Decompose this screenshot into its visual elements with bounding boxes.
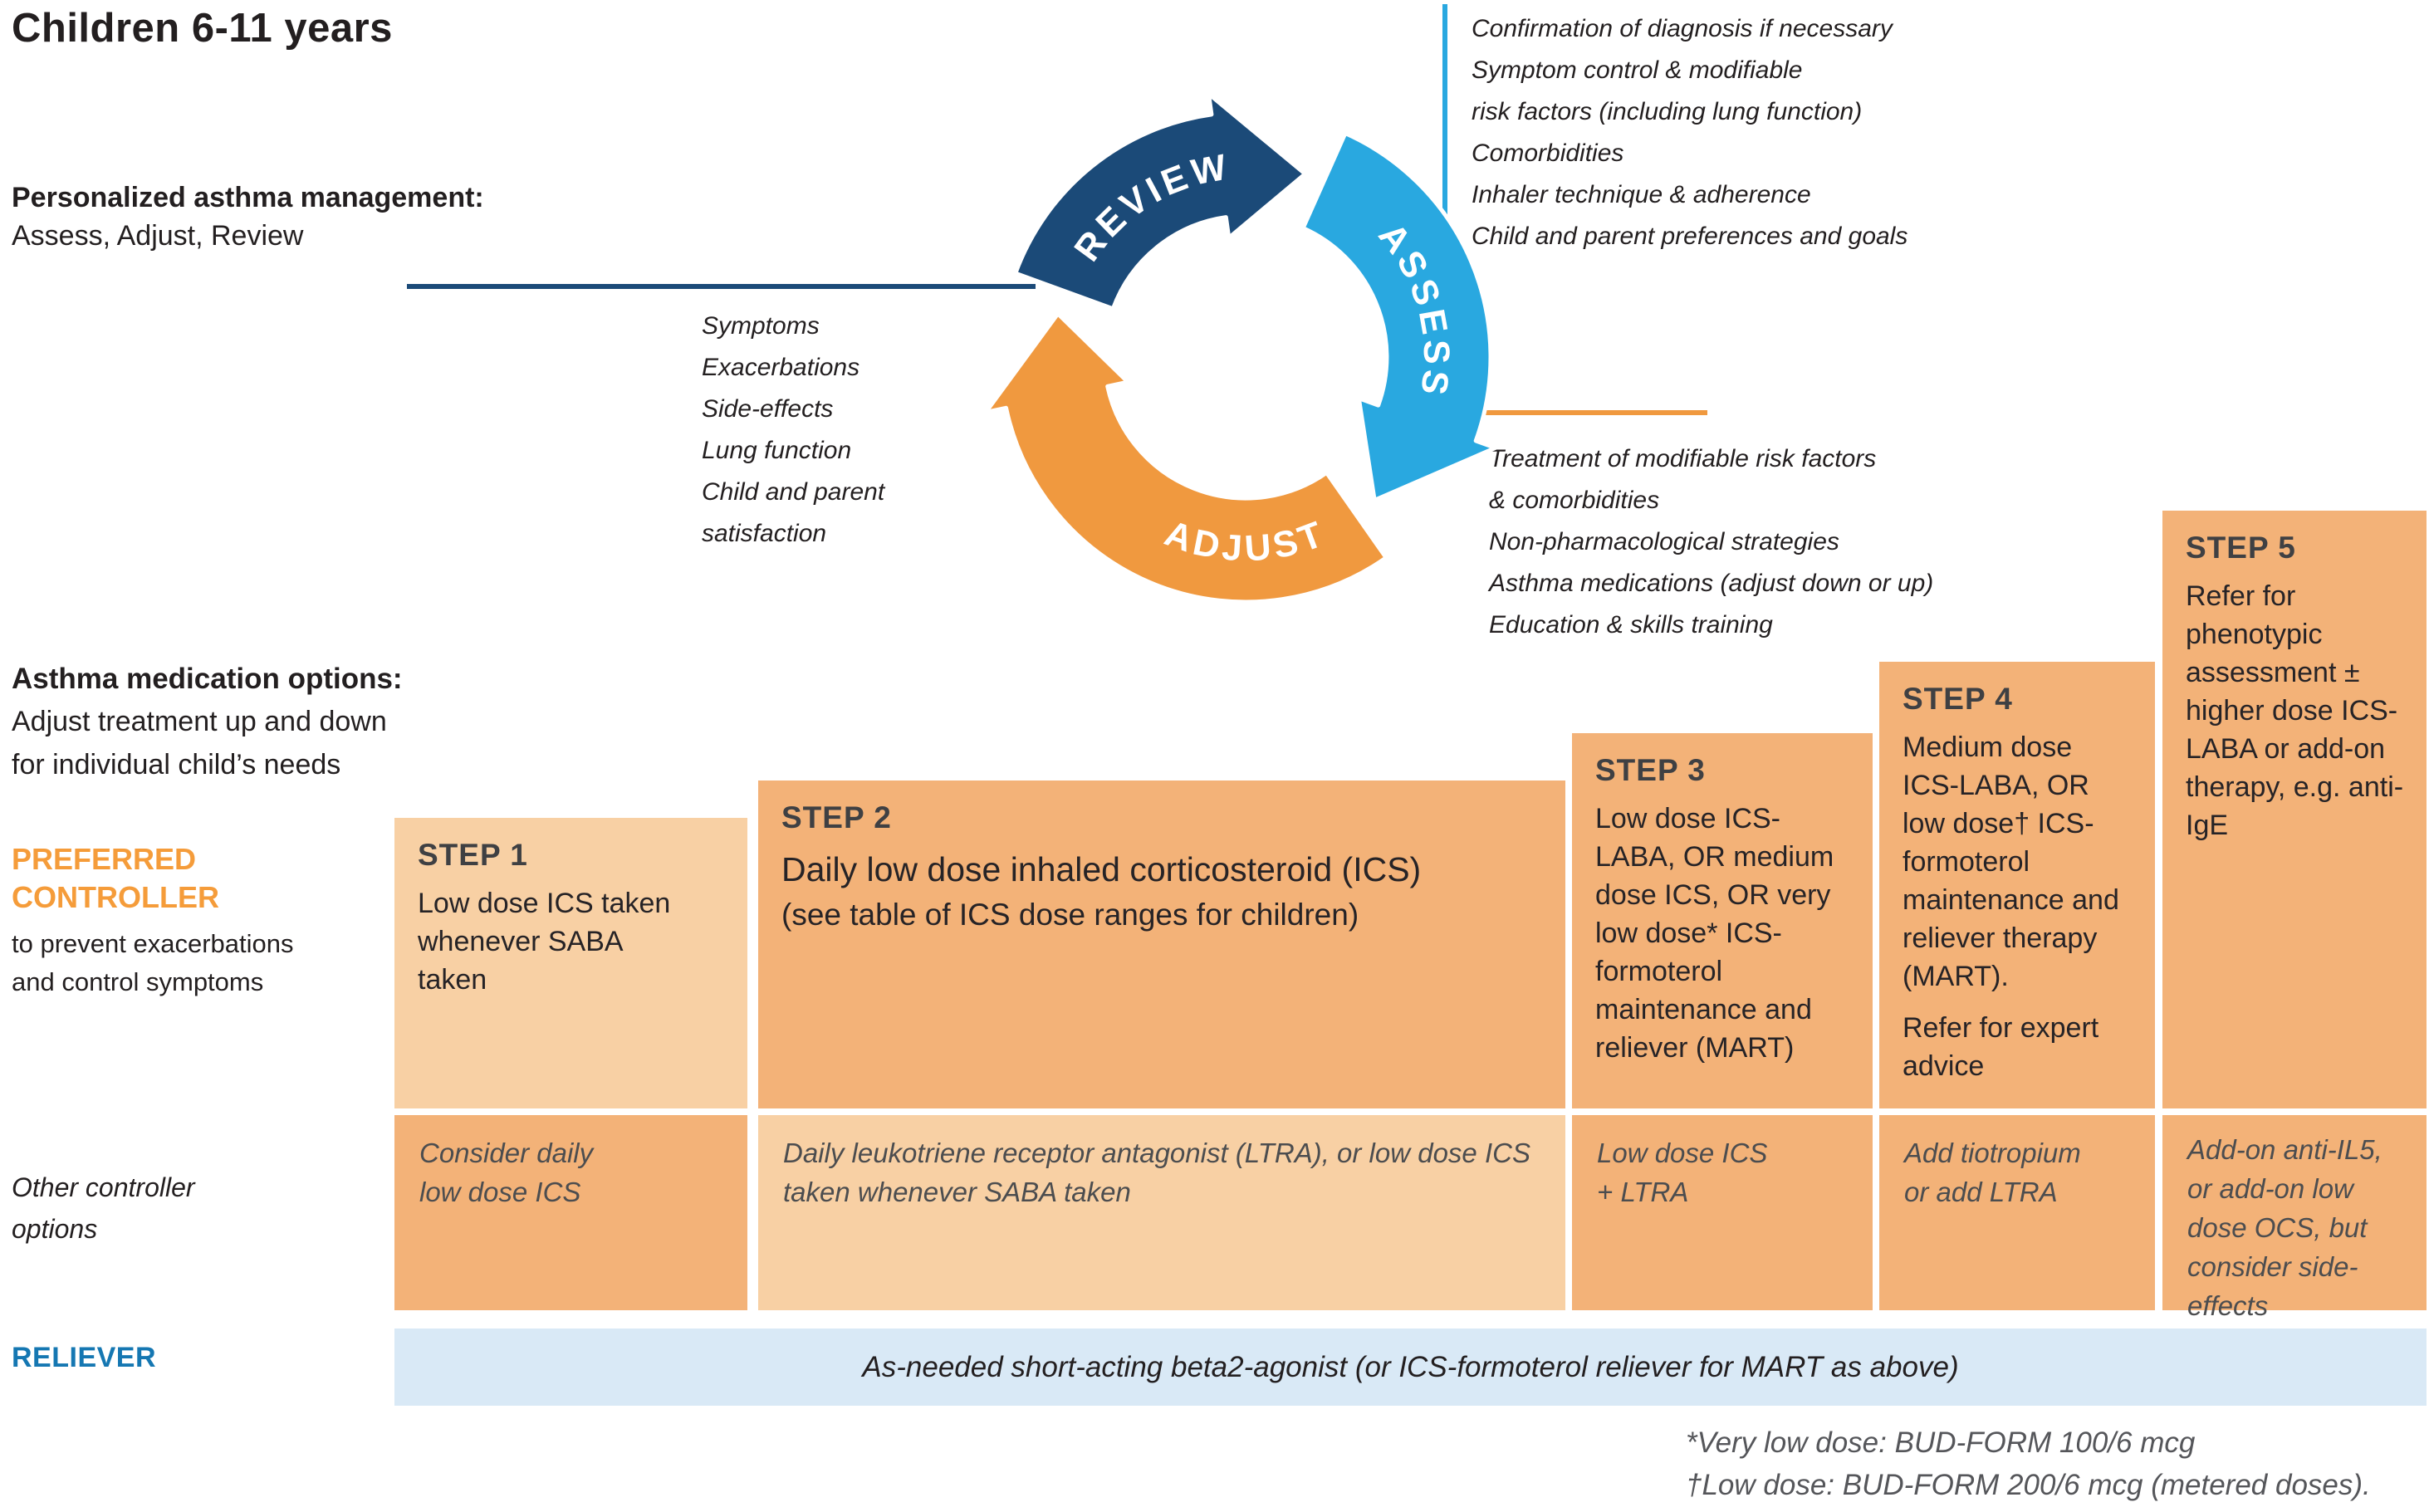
review-note: Side-effects	[702, 395, 834, 423]
step5-preferred-paragraph: Refer for phenotypic assessment ± higher…	[2186, 580, 2404, 841]
step1-title: STEP 1	[418, 838, 528, 872]
assess-note: Confirmation of diagnosis if necessary	[1472, 15, 1893, 42]
step1-other-controller-cell: Consider daily low dose ICS	[394, 1115, 747, 1310]
review-connector-line	[407, 284, 1036, 289]
assess-note: Child and parent preferences and goals	[1472, 223, 1908, 250]
management-subheading: Assess, Adjust, Review	[12, 220, 304, 252]
review-note: Exacerbations	[702, 354, 860, 381]
reliever-bar: As-needed short-acting beta2-agonist (or…	[394, 1329, 2427, 1406]
assess-note: risk factors (including lung function)	[1472, 98, 1863, 125]
adjust-note: Treatment of modifiable risk factors	[1489, 445, 1877, 472]
step1-preferred-text: Low dose ICS taken whenever SABA taken	[418, 884, 675, 999]
adjust-note: & comorbidities	[1489, 487, 1660, 514]
step2-title: STEP 2	[781, 800, 892, 834]
reliever-text: As-needed short-acting beta2-agonist (or…	[862, 1350, 1959, 1383]
step4-preferred-paragraph: Medium dose ICS-LABA, OR low dose† ICS-f…	[1903, 732, 2119, 992]
footnote-line: *Very low dose: BUD-FORM 100/6 mcg	[1686, 1426, 2196, 1459]
assess-note: Symptom control & modifiable	[1472, 56, 1803, 84]
assess-connector-line	[1442, 4, 1447, 238]
step4-title: STEP 4	[1903, 682, 2013, 716]
step2-preferred-text: Daily low dose inhaled corticosteroid (I…	[781, 847, 1545, 937]
review-note: Child and parent	[702, 478, 885, 506]
footnotes: *Very low dose: BUD-FORM 100/6 mcg †Low d…	[1686, 1421, 2371, 1506]
preferred-controller-description: to prevent exacerbations and control sym…	[12, 929, 294, 996]
medication-options-subtitle: Adjust treatment up and down for individ…	[12, 706, 387, 780]
step2-preferred-paragraph: (see table of ICS dose ranges for childr…	[781, 898, 1359, 932]
step4-preferred-box: STEP 4 Medium dose ICS-LABA, OR low dose…	[1879, 662, 2155, 1108]
review-note: Lung function	[702, 437, 852, 464]
adjust-note: Asthma medications (adjust down or up)	[1489, 570, 1934, 597]
adjust-notes-list: Treatment of modifiable risk factors & co…	[1489, 438, 1933, 646]
step2-preferred-paragraph: Daily low dose inhaled corticosteroid (I…	[781, 850, 1422, 888]
step4-other-controller-text: Add tiotropium or add LTRA	[1904, 1138, 2081, 1207]
step1-other-controller-text: Consider daily low dose ICS	[419, 1138, 594, 1207]
step3-other-controller-cell: Low dose ICS + LTRA	[1572, 1115, 1873, 1310]
step4-preferred-text: Medium dose ICS-LABA, OR low dose† ICS-f…	[1903, 728, 2135, 1085]
step5-title: STEP 5	[2186, 531, 2296, 565]
assess-note: Inhaler technique & adherence	[1472, 181, 1811, 208]
step3-preferred-paragraph: Low dose ICS-LABA, OR medium dose ICS, O…	[1595, 803, 1834, 1064]
medication-options-title: Asthma medication options:	[12, 663, 403, 695]
adjust-connector-line	[1470, 410, 1707, 415]
step3-preferred-box: STEP 3 Low dose ICS-LABA, OR medium dose…	[1572, 733, 1873, 1108]
review-arrow-icon	[1013, 91, 1308, 311]
step2-preferred-box: STEP 2 Daily low dose inhaled corticoste…	[758, 780, 1565, 1108]
assess-note: Comorbidities	[1472, 139, 1624, 167]
step3-other-controller-text: Low dose ICS + LTRA	[1597, 1138, 1768, 1207]
adjust-arrow-icon	[983, 311, 1388, 604]
assess-arrow-icon	[1300, 131, 1498, 502]
other-controller-row-label: Other controller options	[12, 1172, 195, 1244]
step5-preferred-text: Refer for phenotypic assessment ± higher…	[2186, 577, 2407, 844]
step4-other-controller-cell: Add tiotropium or add LTRA	[1879, 1115, 2155, 1310]
adjust-note: Non-pharmacological strategies	[1489, 528, 1839, 555]
step3-preferred-text: Low dose ICS-LABA, OR medium dose ICS, O…	[1595, 800, 1853, 1067]
step5-other-controller-cell: Add-on anti-IL5, or add-on low dose OCS,…	[2162, 1115, 2427, 1321]
step2-other-controller-cell: Daily leukotriene receptor antagonist (L…	[758, 1115, 1565, 1310]
step2-other-controller-text: Daily leukotriene receptor antagonist (L…	[783, 1138, 1530, 1207]
management-heading: Personalized asthma management:	[12, 182, 484, 213]
assess-adjust-review-cycle-icon: REVIEW ASSESS ADJUST	[983, 91, 1498, 604]
review-note: satisfaction	[702, 520, 827, 547]
reliever-row-label: RELIEVER	[12, 1342, 157, 1373]
step1-preferred-box: STEP 1 Low dose ICS taken whenever SABA …	[394, 818, 747, 1108]
preferred-controller-label: PREFERRED CONTROLLER	[12, 842, 219, 914]
adjust-note: Education & skills training	[1489, 611, 1773, 639]
footnote-line: †Low dose: BUD-FORM 200/6 mcg (metered d…	[1686, 1469, 2371, 1501]
step4-preferred-paragraph: Refer for expert advice	[1903, 1012, 2099, 1082]
step5-other-controller-text: Add-on anti-IL5, or add-on low dose OCS,…	[2187, 1134, 2382, 1321]
personalized-management-heading: Personalized asthma management: Assess, …	[12, 179, 484, 255]
medication-options-heading: Asthma medication options: Adjust treatm…	[12, 658, 477, 786]
step1-preferred-paragraph: Low dose ICS taken whenever SABA taken	[418, 888, 671, 996]
preferred-controller-row-label: PREFERRED CONTROLLER to prevent exacerba…	[12, 840, 294, 1001]
review-note: Symptoms	[702, 312, 820, 340]
step5-preferred-box: STEP 5 Refer for phenotypic assessment ±…	[2162, 511, 2427, 1108]
step3-title: STEP 3	[1595, 753, 1706, 787]
page-title: Children 6-11 years	[12, 6, 393, 51]
